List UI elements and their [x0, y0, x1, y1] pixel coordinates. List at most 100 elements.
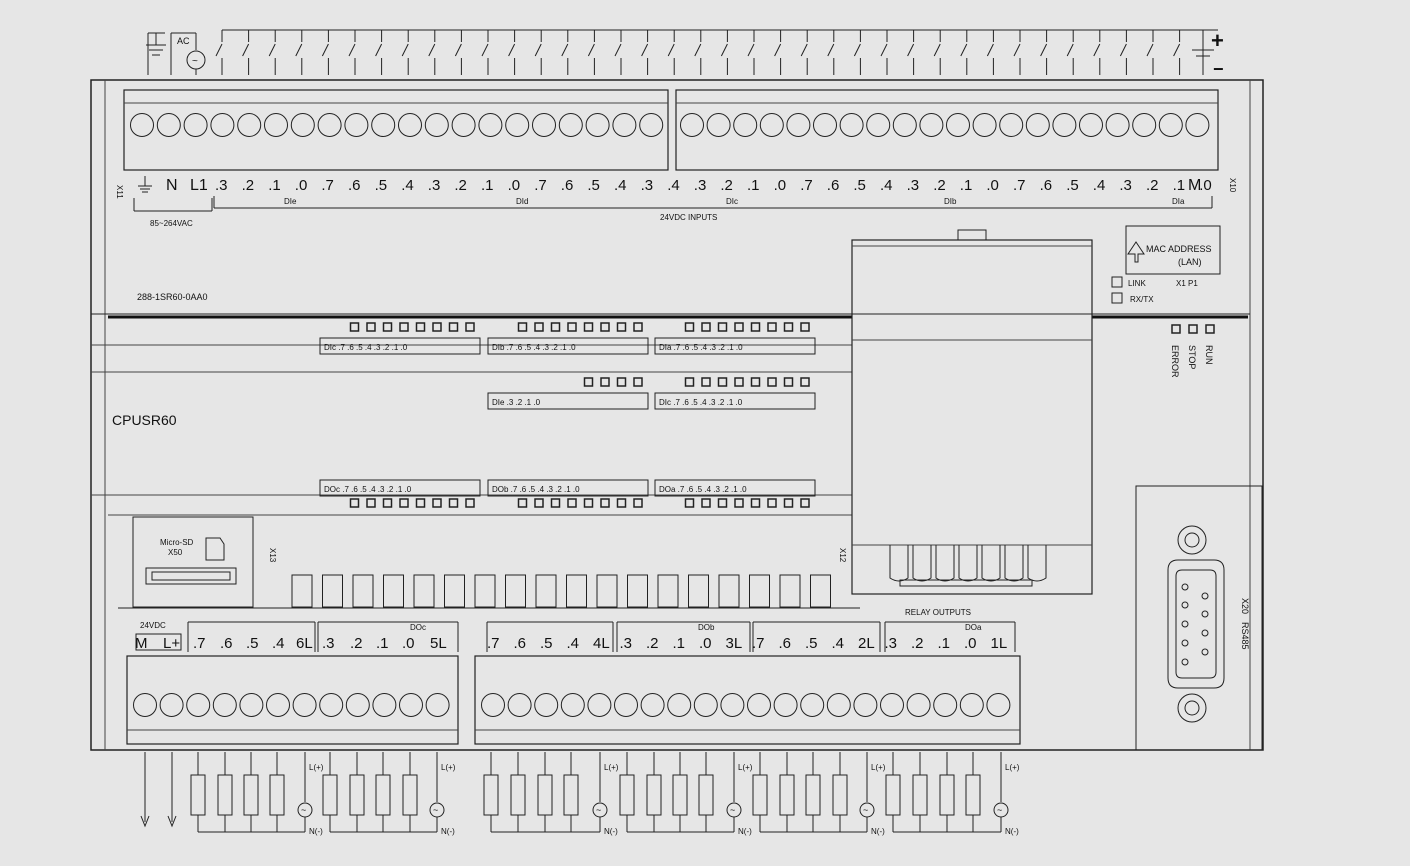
x1p1-label: X1 P1: [1176, 279, 1198, 288]
terminal-screw: [478, 113, 503, 137]
switch-contact: [534, 43, 542, 57]
output-terminal-label: .6: [779, 635, 792, 652]
x20-label: X20: [1240, 598, 1250, 614]
terminal-screw: [212, 693, 237, 717]
led-label-strip: [487, 479, 649, 497]
input-terminal-label: .1: [1173, 177, 1186, 194]
input-terminal-label: .7: [1013, 177, 1026, 194]
terminal-screw: [747, 693, 771, 717]
terminal-screw: [933, 693, 958, 717]
terminal-screw: [892, 113, 917, 137]
load-resistor: [349, 774, 365, 816]
switch-contact: [508, 43, 516, 57]
input-terminal-label: .0: [986, 177, 999, 194]
terminal-screw: [534, 693, 559, 717]
io-led: [382, 322, 393, 332]
load-resistor: [269, 774, 285, 816]
output-terminal-label: .7: [752, 635, 765, 652]
led-group-label: DIb .7 .6 .5 .4 .3 .2 .1 .0: [492, 343, 576, 352]
terminal-screw: [507, 693, 532, 717]
ground-terminal-icon: [138, 176, 152, 193]
led-group-label: DIe .3 .2 .1 .0: [492, 398, 541, 407]
load-resistor: [832, 774, 848, 816]
n-minus-label: N(-): [604, 827, 618, 836]
ac-symbol: ~: [997, 805, 1002, 815]
terminal-screw: [680, 113, 704, 137]
input-terminal-label: .0: [1199, 177, 1212, 194]
io-led: [767, 322, 777, 332]
input-terminal-label: .2: [242, 177, 255, 194]
switch-contact: [747, 43, 755, 57]
arrow-down-icon: [167, 815, 177, 828]
output-terminal-label: .1: [938, 635, 951, 652]
led-group-label: DIc .7 .6 .5 .4 .3 .2 .1 .0: [324, 343, 408, 352]
terminal-screw: [560, 693, 585, 717]
switch-contact: [800, 43, 808, 57]
terminal-screw: [156, 113, 181, 137]
load-resistor: [563, 774, 579, 816]
x50-label: X50: [168, 548, 183, 557]
arrow-up-icon: [1127, 241, 1145, 263]
ac-source-icon: ~: [170, 32, 206, 75]
link-label: LINK: [1128, 279, 1146, 288]
input-terminal-label: .6: [1040, 177, 1053, 194]
supply-label: 85~264VAC: [150, 219, 193, 228]
switch-contact: [907, 43, 915, 57]
io-led: [448, 322, 459, 332]
led-group-label: DIc .7 .6 .5 .4 .3 .2 .1 .0: [659, 398, 743, 407]
terminal-screw: [237, 113, 262, 137]
output-terminal-label: .7: [193, 635, 206, 652]
load-resistor: [190, 774, 206, 816]
led-label-strip: [487, 392, 649, 410]
group-label-die: DIe: [284, 197, 297, 206]
top-terminal-block-right: [675, 89, 1219, 171]
led-label-strip: [319, 337, 481, 355]
io-led: [534, 498, 544, 508]
io-led: [767, 377, 777, 387]
switch-contact: [827, 43, 835, 57]
input-terminal-label: .5: [375, 177, 388, 194]
status-leds: [1171, 324, 1215, 334]
group-label-did: DId: [516, 197, 528, 206]
terminal-screw: [159, 693, 184, 717]
microsd-slot[interactable]: [145, 567, 237, 585]
terminal-screw: [317, 113, 342, 137]
io-led: [800, 498, 810, 508]
l-plus-label: L(+): [1005, 763, 1020, 772]
io-led: [415, 322, 426, 332]
input-terminal-label: .5: [1066, 177, 1079, 194]
io-led: [550, 498, 561, 508]
n-minus-label: N(-): [738, 827, 752, 836]
doc-label: DOc: [410, 623, 426, 632]
terminal-screw: [481, 693, 505, 717]
io-led: [616, 498, 627, 508]
ground-icon: [146, 32, 166, 75]
load-resistor: [619, 774, 635, 816]
plus-label: +: [1211, 28, 1224, 53]
output-terminal-label: .4: [567, 635, 580, 652]
switch-contact: [774, 43, 782, 57]
input-terminal-label: .3: [907, 177, 920, 194]
microsd-slot-block: [132, 516, 254, 608]
load-resistor: [402, 774, 418, 816]
input-terminal-label: .7: [800, 177, 813, 194]
load-resistor: [912, 774, 928, 816]
load-resistor: [483, 774, 499, 816]
io-led: [432, 498, 442, 508]
switch-contact: [986, 43, 994, 57]
bottom-terminal-block-left: [126, 655, 459, 745]
switch-contact: [853, 43, 861, 57]
microsd-label: Micro-SD: [160, 538, 194, 547]
terminal-screw: [1132, 113, 1157, 137]
io-led: [633, 377, 643, 387]
output-terminal-label: .0: [402, 635, 415, 652]
dc-supply-icon: [1192, 30, 1214, 75]
ac-symbol: ~: [596, 805, 601, 815]
terminal-screw: [906, 693, 931, 717]
load-resistor: [322, 774, 338, 816]
output-terminal-label: .5: [805, 635, 818, 652]
terminal-screw: [999, 113, 1024, 137]
io-led: [684, 377, 695, 387]
output-terminal-label: .0: [964, 635, 977, 652]
terminal-screw: [786, 113, 811, 137]
